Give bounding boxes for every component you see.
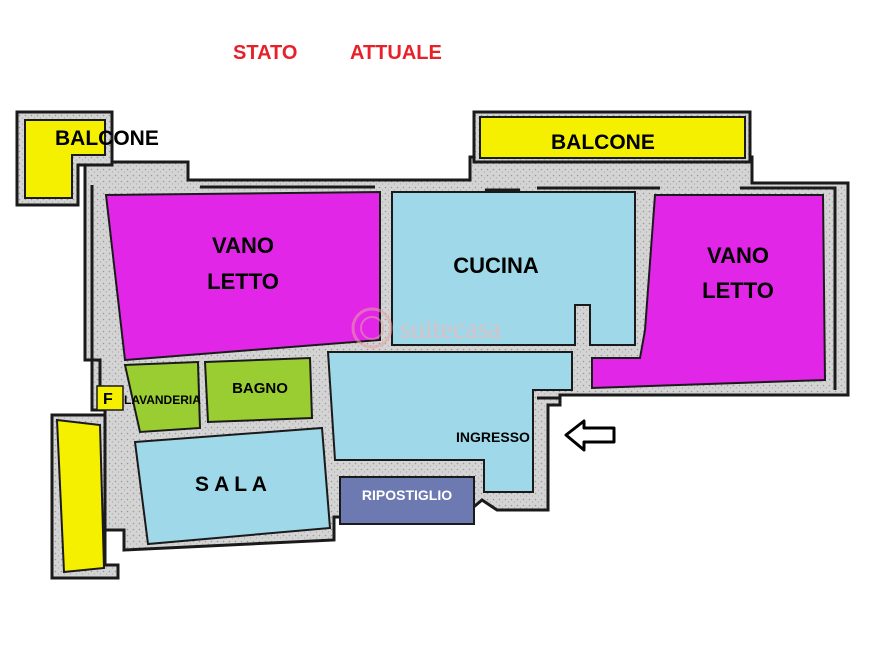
- left-arrow-icon: [564, 419, 616, 452]
- kitchen: CUCINA: [391, 191, 636, 346]
- balcony-right-label: BALCONE: [551, 131, 655, 154]
- kitchen-label: CUCINA: [453, 253, 539, 278]
- living-room-label: S A L A: [195, 473, 267, 496]
- watermark: suitecasa: [400, 314, 502, 345]
- entrance: INGRESSO: [326, 351, 573, 493]
- bathroom-label: BAGNO: [232, 380, 288, 397]
- laundry: F LAVANDERIA: [96, 360, 201, 434]
- entrance-label: INGRESSO: [456, 429, 530, 445]
- living-room: S A L A: [133, 426, 332, 546]
- bathroom: BAGNO: [203, 356, 314, 424]
- title-stato: STATO: [233, 42, 297, 64]
- balcony-lower-left: [55, 418, 106, 574]
- bedroom-right-label-2: LETTO: [702, 278, 774, 303]
- balcony-left: BALCONE: [24, 119, 159, 199]
- bedroom-left-label-1: VANO: [212, 233, 274, 258]
- bedroom-left: VANO LETTO: [104, 190, 381, 362]
- storage-label: RIPOSTIGLIO: [362, 487, 452, 503]
- balcony-right: BALCONE: [479, 116, 746, 159]
- bedroom-right: VANO LETTO: [591, 194, 827, 390]
- laundry-mark: F: [103, 391, 113, 408]
- laundry-label: LAVANDERIA: [124, 393, 201, 407]
- bedroom-left-label-2: LETTO: [207, 269, 279, 294]
- bedroom-right-label-1: VANO: [707, 243, 769, 268]
- storage: RIPOSTIGLIO: [339, 476, 475, 525]
- suitecasa-logo-icon: [351, 307, 393, 349]
- title-attuale: ATTUALE: [350, 42, 442, 64]
- balcony-left-label: BALCONE: [55, 127, 159, 150]
